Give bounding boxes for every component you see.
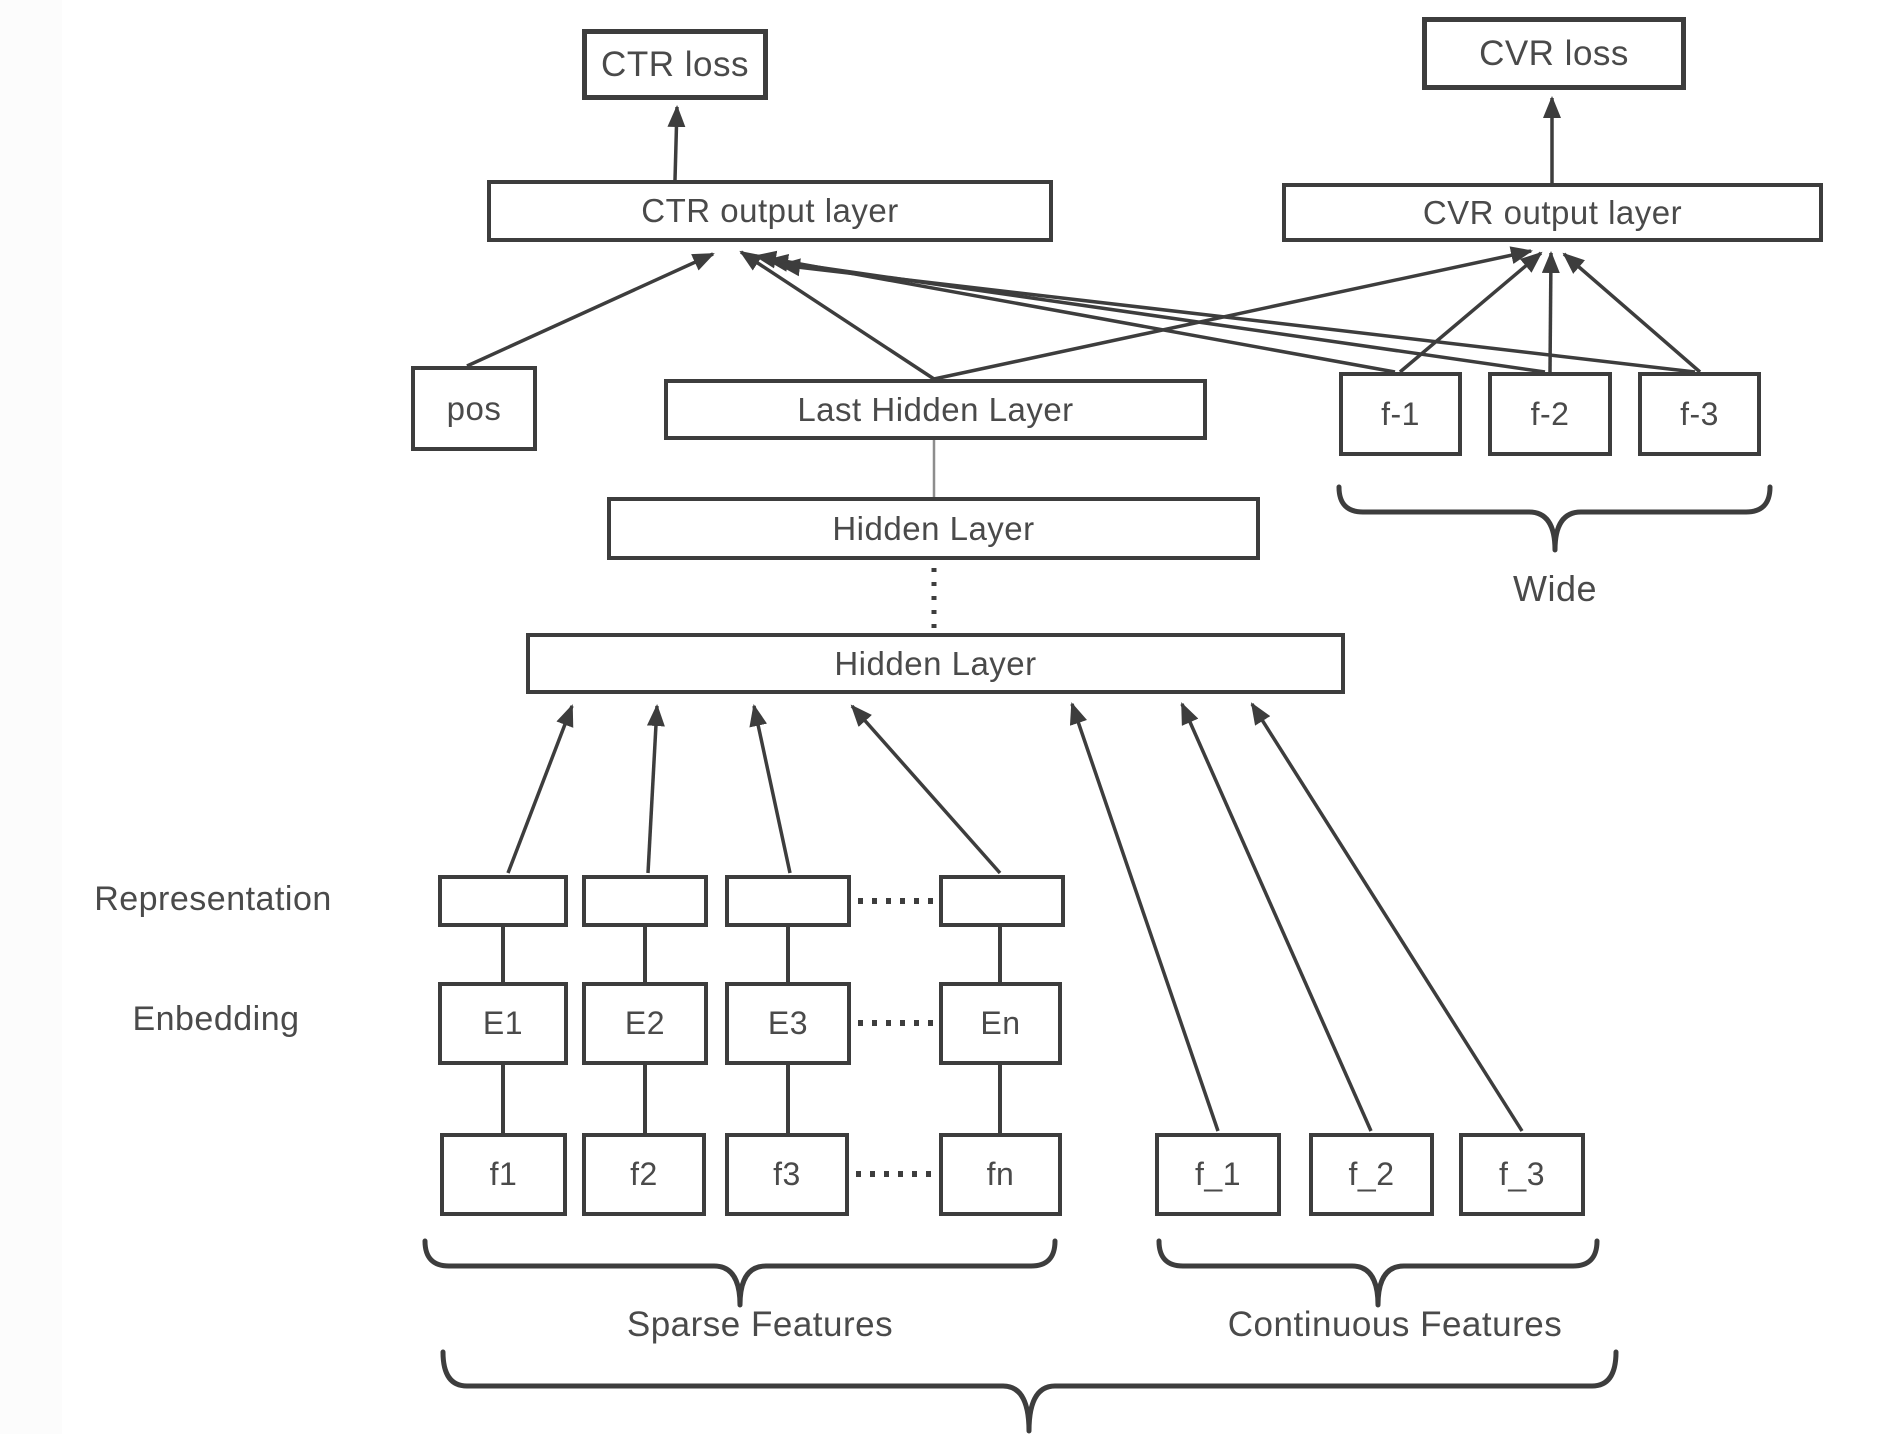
- all-features-brace: [440, 1349, 1619, 1434]
- ellipsis-dotted-links: [856, 898, 936, 1177]
- wide-feature-box-f2: f-2: [1488, 372, 1612, 456]
- representation-box-3: [725, 875, 851, 927]
- wide-group-label: Wide: [1512, 568, 1598, 609]
- representation-box-n: [939, 875, 1065, 927]
- sparse-feature-box-f2: f2: [582, 1133, 706, 1216]
- wide-brace: [1336, 484, 1773, 553]
- continuous-feature-box-f3: f_3: [1459, 1133, 1585, 1216]
- embedding-box-e2: E2: [582, 982, 708, 1065]
- pos-box: pos: [411, 366, 537, 451]
- ctr-output-input-arrows: [466, 250, 1696, 381]
- embedding-row-label: Enbedding: [132, 1000, 300, 1038]
- continuous-to-hidden-arrows: [1069, 702, 1524, 1132]
- page-left-margin: [0, 0, 62, 1434]
- embedding-box-en: En: [939, 982, 1062, 1065]
- continuous-features-brace: [1156, 1238, 1600, 1308]
- sparse-features-group-label: Sparse Features: [626, 1305, 894, 1344]
- group-braces: [422, 484, 1773, 1434]
- representation-to-hidden-arrows: [506, 704, 1002, 875]
- hidden-layer-upper-box: Hidden Layer: [607, 497, 1260, 560]
- continuous-feature-box-f2: f_2: [1309, 1133, 1434, 1216]
- representation-row-label: Representation: [94, 880, 332, 918]
- wide-feature-box-f3: f-3: [1638, 372, 1761, 456]
- sparse-feature-box-f1: f1: [440, 1133, 567, 1216]
- sparse-feature-box-fn: fn: [939, 1133, 1062, 1216]
- embedding-box-e3: E3: [725, 982, 851, 1065]
- embedding-box-e1: E1: [438, 982, 568, 1065]
- representation-box-2: [582, 875, 708, 927]
- wide-feature-box-f1: f-1: [1339, 372, 1462, 456]
- continuous-features-group-label: Continuous Features: [1227, 1305, 1563, 1344]
- ctr-loss-box: CTR loss: [582, 29, 768, 100]
- sparse-features-brace: [422, 1238, 1058, 1308]
- cvr-loss-box: CVR loss: [1422, 17, 1686, 90]
- loss-arrows: [667, 96, 1561, 183]
- hidden-layer-lower-box: Hidden Layer: [526, 633, 1345, 694]
- representation-box-1: [438, 875, 568, 927]
- cvr-output-layer-box: CVR output layer: [1282, 183, 1823, 242]
- sparse-feature-box-f3: f3: [725, 1133, 849, 1216]
- column-links: [501, 927, 1002, 1133]
- ctr-output-layer-box: CTR output layer: [487, 180, 1053, 242]
- last-hidden-layer-box: Last Hidden Layer: [664, 379, 1207, 440]
- continuous-feature-box-f1: f_1: [1155, 1133, 1281, 1216]
- cvr-output-input-arrows: [933, 246, 1702, 381]
